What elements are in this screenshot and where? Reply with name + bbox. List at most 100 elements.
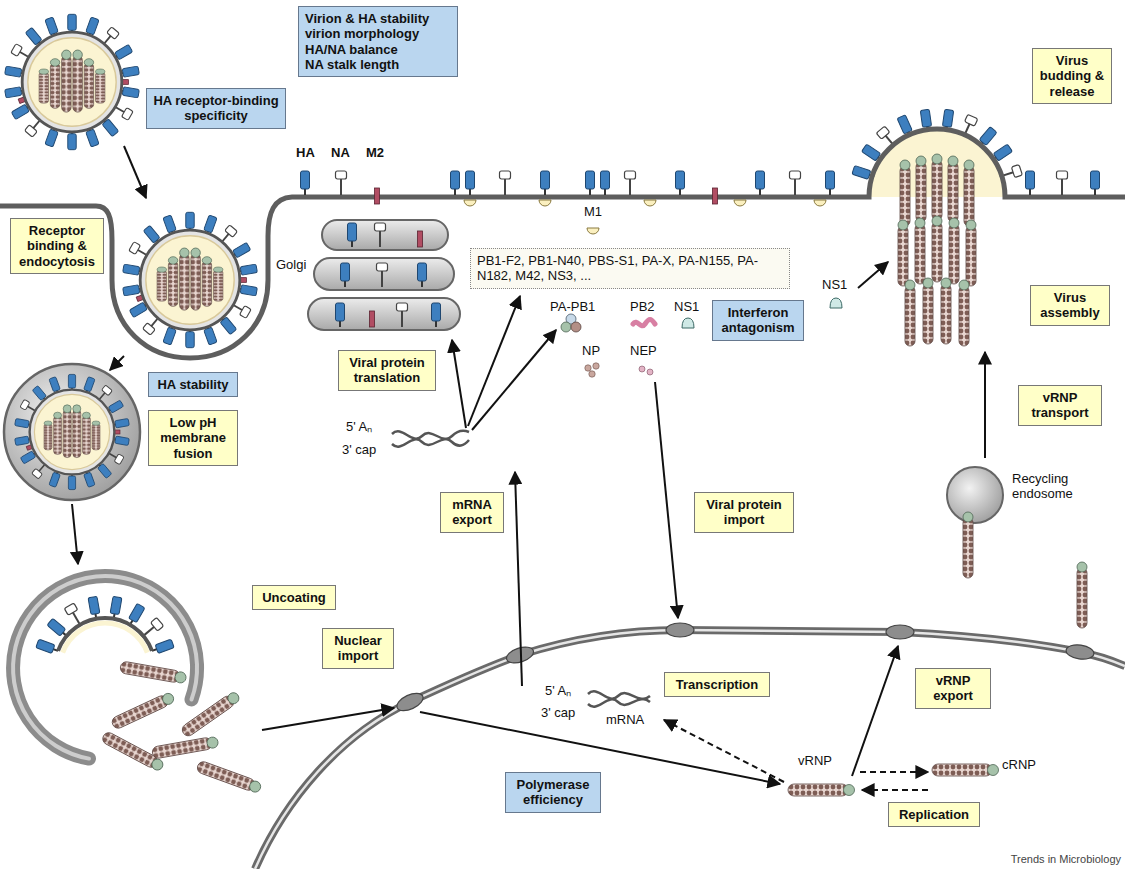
released-vrnp bbox=[196, 760, 263, 794]
box-text: Receptor binding & endocytosis bbox=[17, 223, 97, 269]
budding-virion bbox=[941, 278, 951, 344]
virion bbox=[5, 14, 140, 149]
label-text: NP bbox=[582, 344, 600, 359]
viral-proteins bbox=[682, 318, 694, 328]
budding-virion bbox=[898, 220, 908, 286]
budding-virion bbox=[966, 220, 976, 286]
label-text: NA bbox=[331, 146, 350, 161]
membrane-proteins bbox=[826, 171, 835, 195]
rnp-complexes bbox=[1077, 562, 1087, 628]
endocytosed-virion bbox=[123, 212, 258, 347]
virion bbox=[5, 14, 140, 149]
nuclear-envelope bbox=[666, 623, 694, 637]
golgi bbox=[336, 303, 345, 327]
process-arrow bbox=[984, 352, 986, 458]
uncoating-endosome bbox=[63, 623, 148, 653]
membrane-proteins bbox=[756, 171, 765, 195]
budding-virion bbox=[852, 109, 1022, 346]
viral-proteins bbox=[593, 363, 599, 369]
golgi bbox=[308, 220, 460, 330]
membrane-proteins bbox=[301, 171, 310, 195]
process-arrow bbox=[72, 504, 78, 564]
mrna bbox=[392, 439, 469, 447]
process-arrow bbox=[124, 146, 146, 198]
membrane-proteins bbox=[301, 171, 1100, 204]
golgi bbox=[418, 263, 427, 287]
process-step-box: Uncoating bbox=[252, 585, 336, 610]
budding-virion bbox=[900, 160, 910, 226]
label-text: M2 bbox=[366, 146, 384, 161]
membrane-proteins bbox=[586, 171, 595, 195]
dashed-arrow bbox=[862, 789, 928, 791]
dashed-arrow bbox=[664, 720, 928, 790]
box-text: Virion & HA stability bbox=[305, 11, 451, 26]
released-vrnp bbox=[119, 661, 187, 684]
endosome bbox=[4, 364, 140, 500]
plasma-membrane bbox=[0, 129, 1125, 358]
box-text: vRNP export bbox=[922, 673, 984, 704]
golgi bbox=[341, 263, 350, 287]
process-arrow bbox=[110, 356, 124, 370]
process-step-box: Replication bbox=[888, 802, 980, 827]
uncoating-endosome bbox=[13, 576, 197, 759]
box-text: Polymerase efficiency bbox=[512, 777, 594, 808]
factor-box: Virion & HA stabilityvirion morphologyHA… bbox=[298, 6, 458, 77]
box-text: Transcription bbox=[671, 677, 763, 692]
process-arrow bbox=[858, 262, 888, 288]
box-text: virion morphology bbox=[305, 26, 451, 41]
box-text: Replication bbox=[895, 807, 973, 822]
process-step-box: Viral protein translation bbox=[338, 350, 436, 391]
label-text: PA-PB1 bbox=[550, 300, 595, 315]
golgi bbox=[418, 231, 423, 247]
box-text: HA/NA balance bbox=[305, 42, 451, 57]
released-vrnp bbox=[110, 691, 175, 730]
box-text: PB1-F2, PB1-N40, PBS-S1, PA-X, PA-N155, … bbox=[477, 253, 783, 284]
budding-virion bbox=[916, 156, 926, 222]
factor-box: Polymerase efficiency bbox=[505, 772, 601, 813]
process-step-box: mRNA export bbox=[440, 492, 504, 533]
membrane-proteins bbox=[713, 188, 718, 204]
budding-virion bbox=[932, 154, 942, 220]
rnp-complexes bbox=[788, 467, 1087, 796]
budding-virion bbox=[876, 126, 899, 150]
membrane-proteins bbox=[1026, 171, 1035, 195]
process-step-box: Low pH membrane fusion bbox=[148, 410, 238, 466]
released-vrnp bbox=[180, 690, 241, 738]
label-text: NS1 bbox=[822, 278, 847, 293]
m1-protein bbox=[644, 200, 656, 206]
endosome bbox=[15, 374, 130, 489]
label-text: M1 bbox=[584, 205, 602, 220]
budding-virion bbox=[948, 156, 958, 222]
viral-proteins bbox=[561, 322, 571, 332]
process-step-box: vRNP transport bbox=[1018, 385, 1102, 426]
rnp-complexes bbox=[963, 512, 973, 578]
budding-virion bbox=[949, 218, 959, 284]
budding-virion bbox=[923, 278, 933, 344]
viral-proteins bbox=[585, 365, 591, 371]
membrane-proteins bbox=[500, 171, 511, 195]
budding-virion bbox=[959, 280, 969, 346]
process-arrow bbox=[852, 646, 898, 776]
process-step-box: Virus budding & release bbox=[1032, 48, 1112, 104]
uncoating-endosome bbox=[109, 596, 122, 619]
label-text: Recycling endosome bbox=[1012, 472, 1108, 502]
m1-protein bbox=[539, 200, 551, 206]
label-text: 5' Aₙ bbox=[346, 420, 372, 435]
plasma-membrane bbox=[0, 129, 1125, 358]
label-text: NS1 bbox=[674, 300, 699, 315]
membrane-proteins bbox=[601, 171, 610, 195]
dashed-arrow bbox=[860, 771, 928, 773]
label-text: HA bbox=[296, 146, 315, 161]
membrane-proteins bbox=[790, 171, 801, 195]
m1-protein bbox=[464, 200, 476, 206]
box-text: Virus budding & release bbox=[1039, 53, 1105, 99]
endocytosed-virion bbox=[123, 212, 258, 347]
label-text: mRNA bbox=[606, 713, 644, 728]
nuclear-envelope bbox=[886, 625, 914, 639]
viral-proteins bbox=[589, 371, 595, 377]
membrane-proteins bbox=[375, 188, 380, 204]
process-step-box: Viral protein import bbox=[694, 492, 794, 533]
viral-proteins bbox=[639, 366, 645, 372]
rnp-complexes bbox=[947, 467, 1003, 523]
